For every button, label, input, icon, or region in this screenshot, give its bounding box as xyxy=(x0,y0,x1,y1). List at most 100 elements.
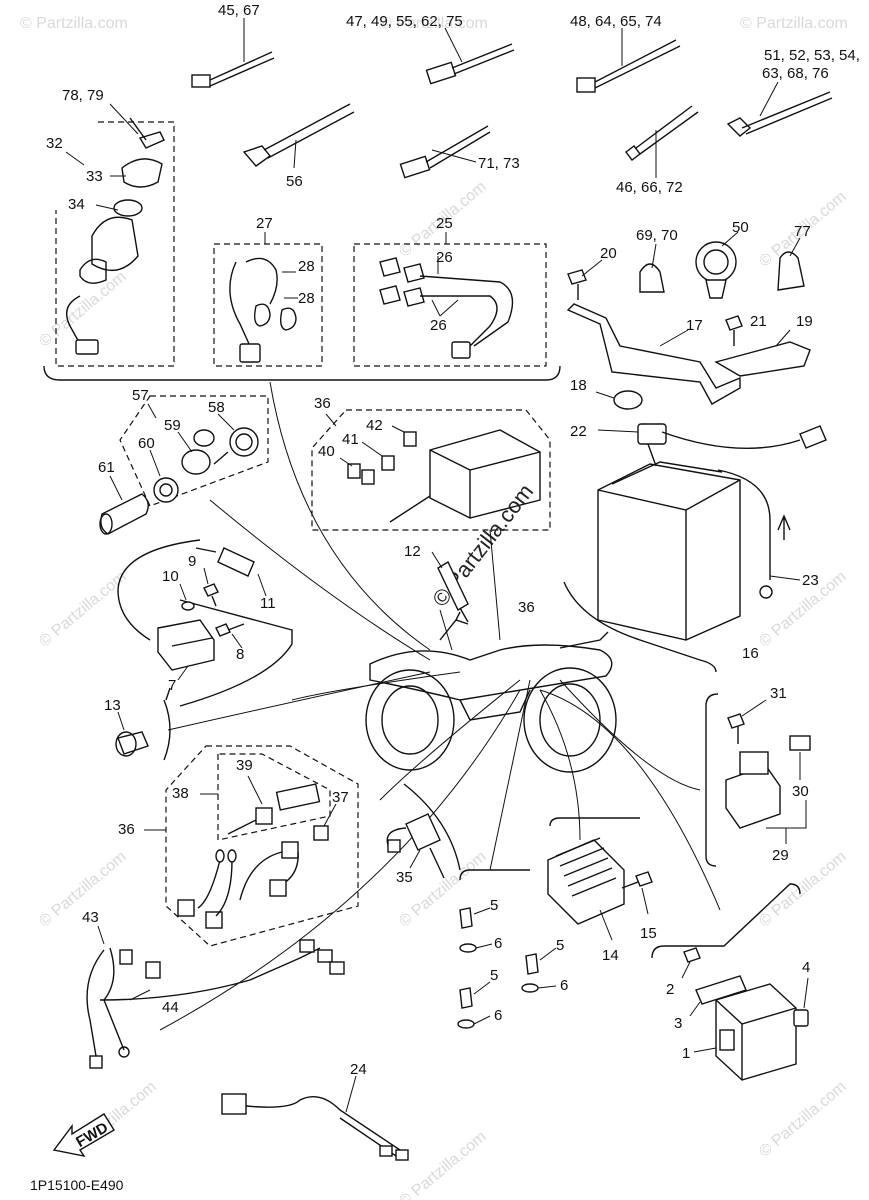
harness-36-parts xyxy=(177,841,299,929)
harness-25 xyxy=(379,256,514,359)
grommet-tie-56 xyxy=(242,103,355,169)
switch-35-bracket xyxy=(403,783,461,871)
label-6-c: 6 xyxy=(494,1007,502,1024)
lead-24 xyxy=(221,1075,409,1161)
ecu-1 xyxy=(693,983,797,1081)
label-23: 23 xyxy=(802,572,819,589)
label-47: 47, 49, 55, 62, 75 xyxy=(346,13,463,30)
label-60: 60 xyxy=(138,435,155,452)
washer-6-b xyxy=(521,983,557,993)
label-3: 3 xyxy=(674,1015,682,1032)
label-6-b: 6 xyxy=(560,977,568,994)
label-20: 20 xyxy=(600,245,617,262)
fuse-42 xyxy=(391,425,417,447)
lead-22 xyxy=(597,423,827,467)
label-43: 43 xyxy=(82,909,99,926)
bolt-15 xyxy=(621,871,653,915)
watermark-1: © Partzilla.com xyxy=(20,15,128,32)
ignition-bracket xyxy=(117,539,293,707)
label-69-70: 69, 70 xyxy=(636,227,678,244)
label-14: 14 xyxy=(602,947,619,964)
label-18: 18 xyxy=(570,377,587,394)
label-13: 13 xyxy=(104,697,121,714)
relay-bracket xyxy=(705,693,719,867)
watermark-2: © Partzilla.com xyxy=(380,15,488,32)
ignition-coil-7 xyxy=(157,619,215,681)
label-51-line1: 51, 52, 53, 54, xyxy=(764,47,860,64)
label-21: 21 xyxy=(750,313,767,330)
plate-3 xyxy=(689,975,747,1017)
label-17: 17 xyxy=(686,317,703,334)
label-6-a: 6 xyxy=(494,935,502,952)
label-11: 11 xyxy=(260,595,276,612)
label-5-c: 5 xyxy=(490,967,498,984)
diagram-code: 1P15100-E490 xyxy=(30,1177,124,1193)
label-56: 56 xyxy=(286,173,303,190)
label-41: 41 xyxy=(342,431,359,448)
fuse-box-36 xyxy=(389,429,541,523)
label-61: 61 xyxy=(98,459,115,476)
label-1: 1 xyxy=(682,1045,690,1062)
harness-43-44 xyxy=(86,925,345,1069)
clip-tie-46 xyxy=(625,105,699,178)
bolt-5-b xyxy=(525,947,557,975)
bolt-2 xyxy=(681,947,701,979)
label-15: 15 xyxy=(640,925,657,942)
label-28-a: 28 xyxy=(298,258,315,275)
group-57-outline xyxy=(119,395,269,507)
spark-plug-cap-12 xyxy=(431,551,469,623)
bolt-20 xyxy=(567,259,603,300)
connector-37 xyxy=(313,803,337,841)
group-38-outline xyxy=(217,753,331,841)
label-5-b: 5 xyxy=(556,937,564,954)
washer-10 xyxy=(179,583,195,611)
cable-tie-45-67 xyxy=(191,18,275,88)
label-51-line2: 63, 68, 76 xyxy=(762,65,829,82)
rectifier-bracket xyxy=(549,817,640,827)
label-57: 57 xyxy=(132,387,149,404)
group-bracket-top xyxy=(43,365,561,381)
band-50 xyxy=(695,231,739,299)
washer-6-a xyxy=(459,943,493,953)
group-36-outline xyxy=(311,409,551,531)
ecu-bracket xyxy=(651,883,801,959)
group-27-outline xyxy=(213,243,323,367)
lead-wire-27 xyxy=(229,257,298,363)
label-71-73: 71, 73 xyxy=(478,155,520,172)
label-36-a: 36 xyxy=(314,395,331,412)
label-24: 24 xyxy=(350,1061,367,1078)
label-48: 48, 64, 65, 74 xyxy=(570,13,662,30)
switch-35 xyxy=(386,813,445,879)
label-9: 9 xyxy=(188,553,196,570)
label-26-a: 26 xyxy=(436,249,453,266)
atv-outline xyxy=(365,611,617,773)
lead-23 xyxy=(717,469,801,599)
label-30: 30 xyxy=(792,783,809,800)
main-switch-34 xyxy=(66,199,143,355)
bracket-17 xyxy=(566,303,741,405)
bolt-5-a xyxy=(459,907,491,929)
label-16: 16 xyxy=(742,645,759,662)
bolt-21 xyxy=(725,315,743,346)
bolt-31 xyxy=(727,699,767,744)
label-7: 7 xyxy=(168,677,176,694)
connection-lines xyxy=(159,381,721,1031)
fuse-41 xyxy=(361,441,395,471)
label-46: 46, 66, 72 xyxy=(616,179,683,196)
label-26-b: 26 xyxy=(430,317,447,334)
label-32: 32 xyxy=(46,135,63,152)
label-78-79: 78, 79 xyxy=(62,87,104,104)
damper-18 xyxy=(595,390,643,410)
cable-tie-71-73 xyxy=(399,125,491,179)
clamp-77 xyxy=(777,237,805,291)
relay-29 xyxy=(725,735,811,844)
clamp-51 xyxy=(726,81,833,137)
label-22: 22 xyxy=(570,423,587,440)
cable-tie-48 xyxy=(576,28,681,93)
cable-tie-47 xyxy=(425,27,515,85)
label-37: 37 xyxy=(332,789,349,806)
label-31: 31 xyxy=(770,685,787,702)
label-40: 40 xyxy=(318,443,335,460)
rectifier-14 xyxy=(547,837,625,941)
socket-58 xyxy=(213,413,259,465)
